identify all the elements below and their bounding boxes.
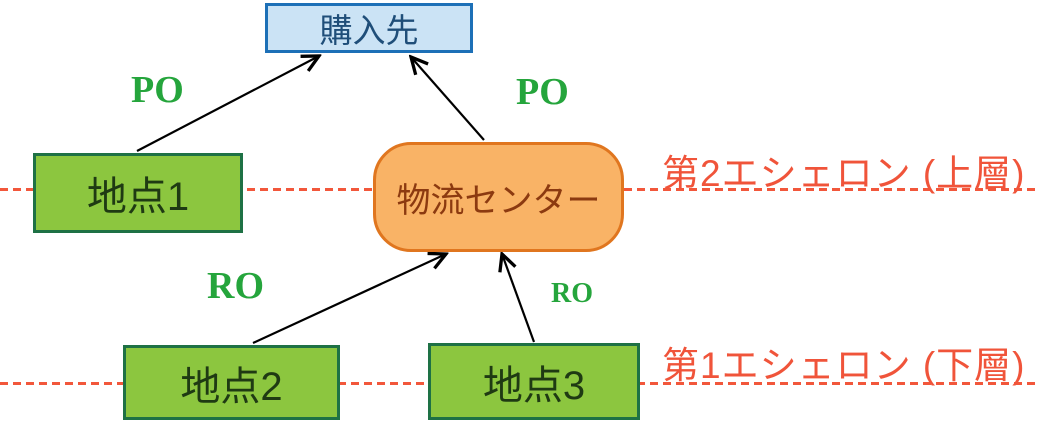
arrow-dc-to-supplier xyxy=(411,57,485,141)
arrow-site3-to-dc xyxy=(502,254,536,343)
node-site2: 地点2 xyxy=(123,345,340,420)
node-site1-label: 地点1 xyxy=(86,175,190,219)
node-site1: 地点1 xyxy=(33,153,243,233)
arrow-site2-to-dc xyxy=(252,254,446,344)
echelon-label-upper: 第2エシェロン (上層) xyxy=(662,153,1026,194)
arrow-site1-to-supplier xyxy=(136,56,319,152)
node-distribution-center: 物流センター xyxy=(373,142,624,252)
echelon-label-lower: 第1エシェロン (下層) xyxy=(662,345,1026,386)
node-supplier-label: 購入先 xyxy=(319,12,419,49)
edge-label-ro-site2: RO xyxy=(207,265,264,307)
node-site3-label: 地点3 xyxy=(482,363,586,408)
node-site2-label: 地点2 xyxy=(180,364,283,409)
edge-label-ro-site3: RO xyxy=(551,278,593,309)
edge-label-po-dc: PO xyxy=(516,71,569,113)
node-site3: 地点3 xyxy=(428,343,640,420)
node-supplier: 購入先 xyxy=(265,3,473,53)
edge-label-po-site1: PO xyxy=(131,69,184,111)
node-distribution-center-label: 物流センター xyxy=(396,181,601,220)
